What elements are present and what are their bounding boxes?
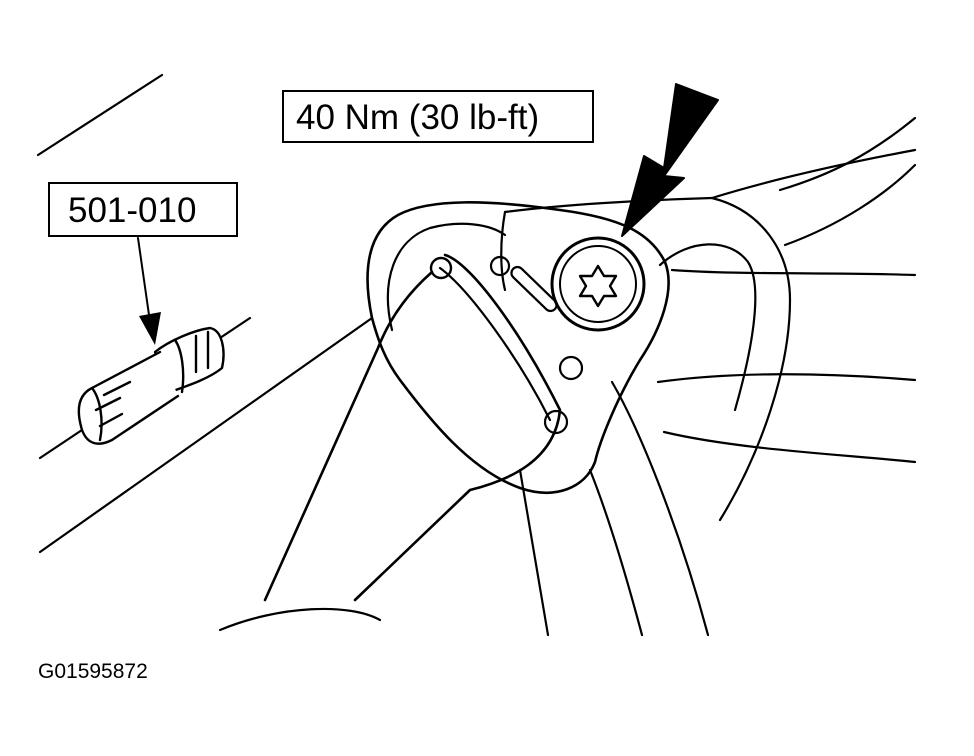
strap [263,253,562,602]
arrow-icon [621,83,719,237]
lower-arm [518,380,710,637]
bolt-head [550,236,646,332]
torx-icon [578,264,618,308]
tool-number-callout: 501-010 [48,182,238,237]
torque-callout: 40 Nm (30 lb-ft) [282,90,594,143]
figure-id: G01595872 [38,660,148,683]
torx-bit-tool [77,326,225,445]
body-panel [503,148,917,522]
bracket-plate [366,201,670,494]
tool-leader-arrow [137,237,161,345]
